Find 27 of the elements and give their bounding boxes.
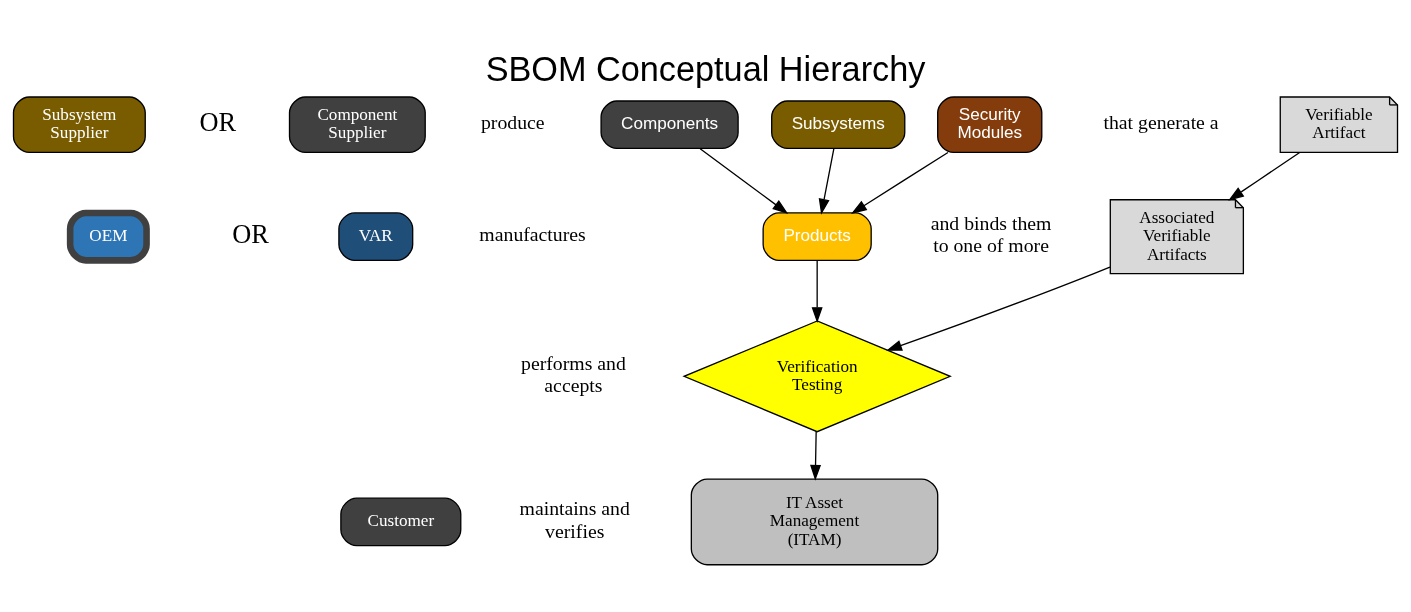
node-box: Security Modules [937, 95, 1043, 153]
label: maintains and verifies [519, 496, 630, 542]
arrow [811, 259, 823, 323]
node-box: Subsystem Supplier [12, 95, 146, 153]
arrow [810, 430, 822, 481]
node-box: IT Asset Management (ITAM) [690, 477, 939, 565]
node-box: Subsystems [771, 99, 906, 149]
label: performs and accepts [521, 351, 626, 396]
arrow [818, 147, 835, 215]
label: OR [199, 107, 236, 137]
label: that generate a [1103, 110, 1219, 133]
label: manufactures [479, 222, 586, 245]
arrow [699, 147, 789, 214]
label: and binds them to one of more [930, 211, 1052, 256]
node-box: Components [600, 99, 739, 149]
label: produce [481, 110, 545, 133]
node-diamond: Verification Testing [682, 319, 952, 432]
node-box: Customer [340, 497, 462, 546]
arrow [886, 265, 1111, 351]
node-box: VAR [338, 211, 414, 261]
diagram-title: SBOM Conceptual Hierarchy [485, 49, 926, 88]
label: OR [232, 219, 269, 249]
arrow [1228, 151, 1301, 201]
arrow [851, 151, 949, 214]
node-box: Component Supplier [288, 95, 426, 153]
node-box: OEM [66, 209, 150, 264]
node-box: Products [762, 211, 872, 261]
